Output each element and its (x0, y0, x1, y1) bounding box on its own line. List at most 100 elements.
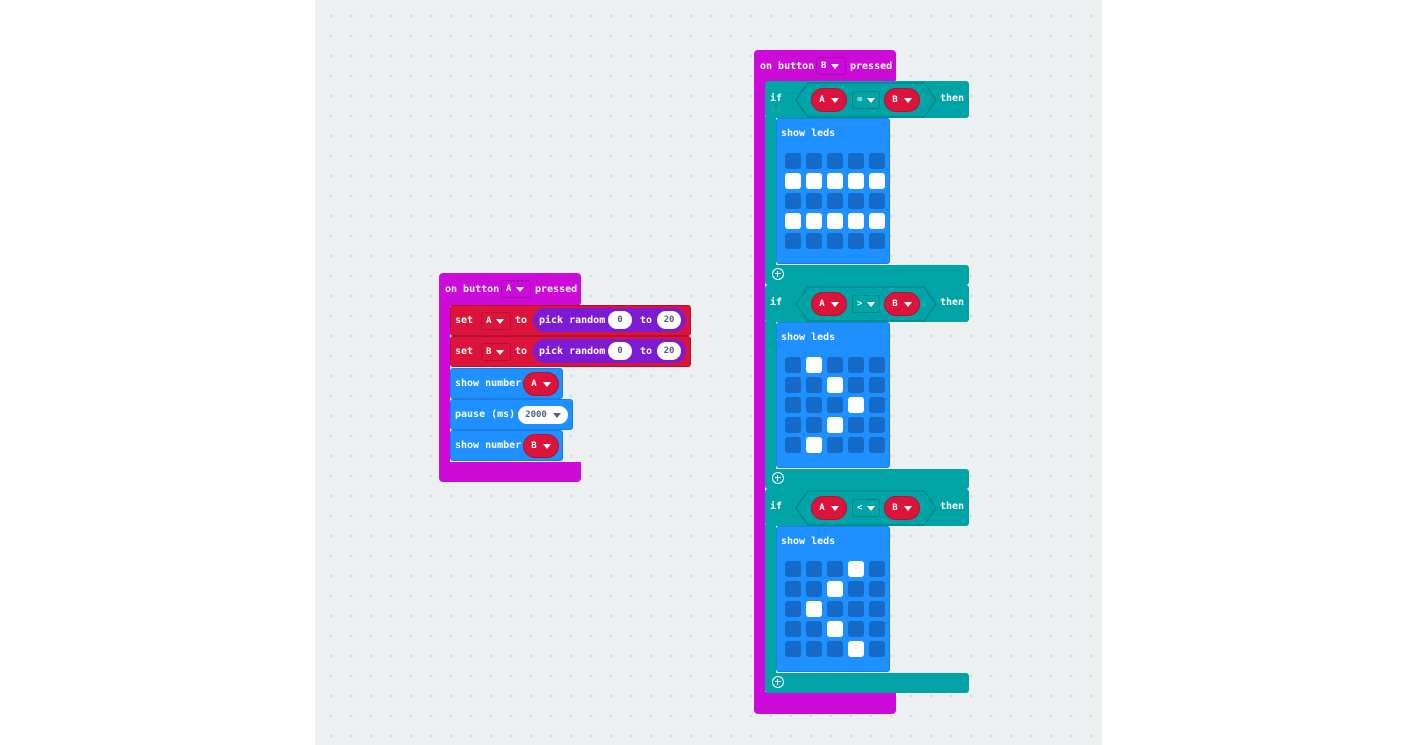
event-hat[interactable]: on button B pressed (754, 50, 896, 83)
blocks-workspace[interactable] (315, 0, 1102, 745)
led-off[interactable] (827, 397, 843, 413)
led-off[interactable] (827, 601, 843, 617)
led-off[interactable] (869, 437, 885, 453)
led-off[interactable] (848, 357, 864, 373)
led-on[interactable] (806, 173, 822, 189)
random-min-input[interactable]: 0 (608, 342, 632, 360)
button-dropdown[interactable]: B (816, 57, 846, 75)
variable-reporter[interactable]: B (884, 292, 920, 316)
compare-block[interactable]: A > B (795, 286, 937, 322)
variable-reporter[interactable]: A (523, 372, 559, 396)
led-on[interactable] (869, 173, 885, 189)
if-header[interactable]: if A < B then (765, 489, 969, 526)
led-off[interactable] (869, 601, 885, 617)
led-off[interactable] (869, 581, 885, 597)
led-off[interactable] (785, 601, 801, 617)
led-on[interactable] (806, 213, 822, 229)
led-on[interactable] (785, 173, 801, 189)
led-off[interactable] (806, 153, 822, 169)
event-hat[interactable]: on button A pressed (439, 273, 581, 306)
pause-block[interactable]: pause (ms) 2000 (450, 399, 573, 430)
led-on[interactable] (806, 437, 822, 453)
variable-reporter[interactable]: B (523, 434, 559, 458)
random-max-input[interactable]: 20 (657, 311, 681, 329)
if-header[interactable]: if A > B then (765, 285, 969, 322)
pick-random-block[interactable]: pick random 0 to 20 (533, 308, 686, 332)
pick-random-block[interactable]: pick random 0 to 20 (533, 339, 686, 363)
operator-dropdown[interactable]: < (852, 499, 880, 517)
variable-reporter[interactable]: B (884, 496, 920, 520)
led-off[interactable] (785, 397, 801, 413)
led-off[interactable] (869, 193, 885, 209)
operator-dropdown[interactable]: = (852, 91, 880, 109)
led-on[interactable] (785, 213, 801, 229)
led-off[interactable] (848, 601, 864, 617)
led-off[interactable] (827, 357, 843, 373)
add-else-icon[interactable] (772, 472, 784, 484)
set-variable-block[interactable]: set B to pick random 0 to 20 (450, 336, 691, 367)
if-header[interactable]: if A = B then (765, 81, 969, 118)
led-on[interactable] (806, 601, 822, 617)
random-min-input[interactable]: 0 (608, 311, 632, 329)
led-off[interactable] (869, 233, 885, 249)
led-off[interactable] (869, 621, 885, 637)
led-off[interactable] (827, 193, 843, 209)
led-on[interactable] (827, 213, 843, 229)
led-off[interactable] (806, 193, 822, 209)
led-off[interactable] (806, 233, 822, 249)
compare-block[interactable]: A = B (795, 82, 937, 118)
led-off[interactable] (827, 233, 843, 249)
led-on[interactable] (827, 377, 843, 393)
led-off[interactable] (785, 437, 801, 453)
show-leds-block[interactable]: show leds (776, 118, 890, 264)
button-dropdown[interactable]: A (501, 280, 531, 298)
random-max-input[interactable]: 20 (657, 342, 681, 360)
led-on[interactable] (827, 173, 843, 189)
add-else-icon[interactable] (772, 268, 784, 280)
led-on[interactable] (827, 417, 843, 433)
led-off[interactable] (827, 641, 843, 657)
set-variable-block[interactable]: set A to pick random 0 to 20 (450, 305, 691, 336)
led-off[interactable] (785, 621, 801, 637)
led-off[interactable] (806, 417, 822, 433)
led-off[interactable] (869, 357, 885, 373)
led-off[interactable] (806, 377, 822, 393)
led-off[interactable] (827, 153, 843, 169)
led-off[interactable] (785, 377, 801, 393)
led-grid[interactable] (785, 561, 885, 657)
led-off[interactable] (869, 417, 885, 433)
led-off[interactable] (785, 581, 801, 597)
show-leds-block[interactable]: show leds (776, 322, 890, 468)
led-off[interactable] (827, 437, 843, 453)
variable-reporter[interactable]: A (811, 292, 847, 316)
led-on[interactable] (869, 213, 885, 229)
led-off[interactable] (785, 641, 801, 657)
led-on[interactable] (827, 581, 843, 597)
variable-dropdown[interactable]: A (481, 312, 511, 330)
show-number-block[interactable]: show number A (450, 368, 563, 399)
show-number-block[interactable]: show number B (450, 430, 563, 461)
led-off[interactable] (869, 377, 885, 393)
led-on[interactable] (848, 173, 864, 189)
led-on[interactable] (827, 621, 843, 637)
led-off[interactable] (806, 561, 822, 577)
operator-dropdown[interactable]: > (852, 295, 880, 313)
led-off[interactable] (869, 641, 885, 657)
led-off[interactable] (869, 561, 885, 577)
led-off[interactable] (785, 417, 801, 433)
led-off[interactable] (848, 437, 864, 453)
led-off[interactable] (827, 561, 843, 577)
variable-reporter[interactable]: A (811, 496, 847, 520)
led-off[interactable] (848, 417, 864, 433)
led-on[interactable] (848, 213, 864, 229)
led-off[interactable] (848, 377, 864, 393)
led-off[interactable] (785, 193, 801, 209)
variable-reporter[interactable]: A (811, 88, 847, 112)
led-on[interactable] (848, 561, 864, 577)
led-off[interactable] (806, 621, 822, 637)
show-leds-block[interactable]: show leds (776, 526, 890, 672)
led-off[interactable] (785, 153, 801, 169)
pause-duration-dropdown[interactable]: 2000 (518, 406, 568, 424)
led-off[interactable] (848, 233, 864, 249)
led-off[interactable] (785, 357, 801, 373)
